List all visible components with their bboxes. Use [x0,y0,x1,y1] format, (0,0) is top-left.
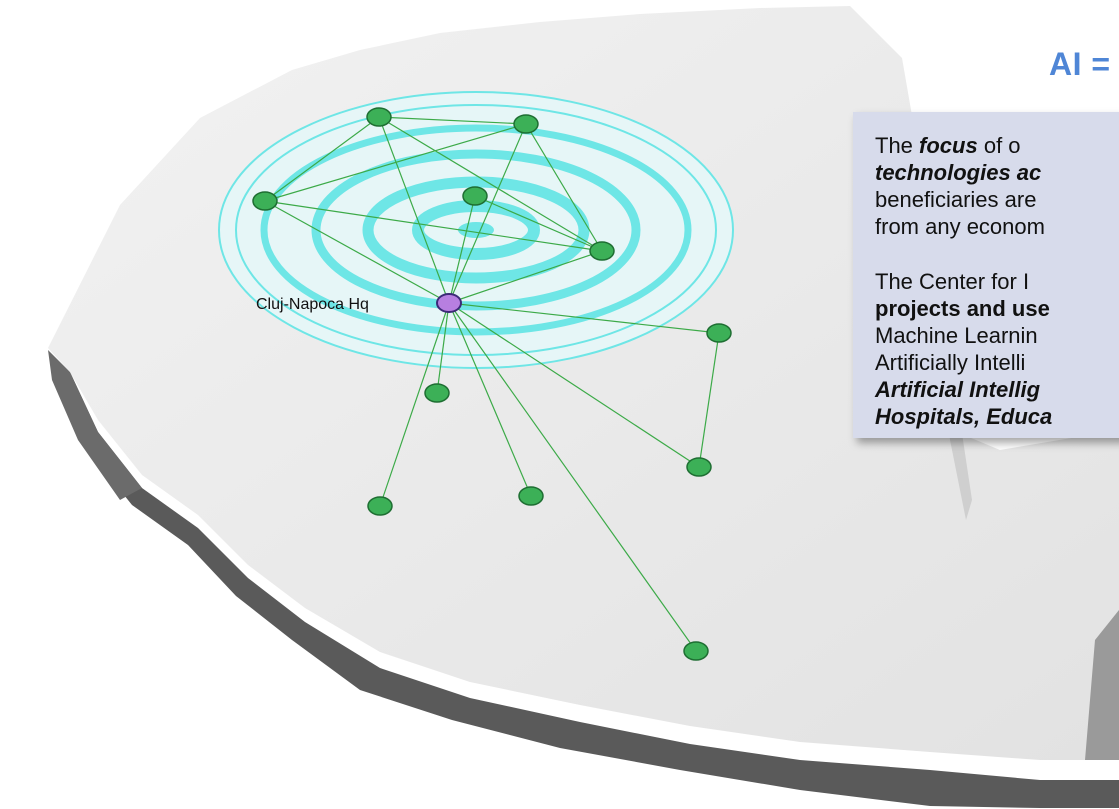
description-text: The focus of o technologies ac beneficia… [875,132,1119,458]
node[interactable] [367,496,393,516]
target-rings [218,91,734,369]
node[interactable] [462,186,488,206]
node[interactable] [589,241,615,261]
node[interactable] [424,383,450,403]
node[interactable] [513,114,539,134]
node[interactable] [366,107,392,127]
hq-node[interactable] [436,293,462,313]
page-title: AI = [1049,46,1111,82]
description-box: The focus of o technologies ac beneficia… [853,112,1119,438]
node[interactable] [683,641,709,661]
node[interactable] [518,486,544,506]
node[interactable] [706,323,732,343]
network-nodes [252,107,732,661]
map-shadow-left [48,350,142,500]
map-edge-right [1085,610,1119,760]
paragraph-center: The Center for I projects and use Machin… [875,269,1053,429]
hq-label: Cluj-Napoca Hq [256,296,369,313]
network-edges [264,116,720,652]
node[interactable] [686,457,712,477]
paragraph-focus: The focus of o technologies ac beneficia… [875,133,1045,239]
node[interactable] [252,191,278,211]
